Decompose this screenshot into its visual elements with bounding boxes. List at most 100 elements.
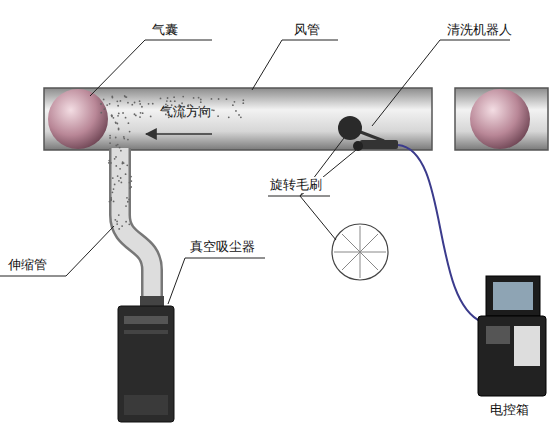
dust-particle bbox=[126, 164, 128, 166]
dust-particle bbox=[109, 135, 111, 137]
dust-particle bbox=[118, 228, 120, 230]
dust-particle bbox=[128, 199, 130, 201]
telescopic-tube bbox=[120, 148, 152, 300]
dust-particle bbox=[120, 177, 122, 179]
control-screen bbox=[493, 282, 533, 310]
dust-particle bbox=[242, 102, 244, 104]
dust-particle bbox=[110, 162, 112, 164]
dust-particle bbox=[111, 114, 113, 116]
dust-particle bbox=[148, 103, 150, 105]
dust-particle bbox=[119, 147, 121, 149]
robot-body bbox=[360, 140, 398, 149]
dust-particle bbox=[130, 186, 132, 188]
dust-particle bbox=[118, 180, 120, 182]
dust-particle bbox=[213, 109, 215, 111]
dust-particle bbox=[120, 181, 122, 183]
dust-particle bbox=[114, 219, 116, 221]
cable bbox=[398, 145, 482, 322]
control-panel bbox=[514, 326, 540, 366]
dust-particle bbox=[115, 165, 117, 167]
control-lid bbox=[486, 276, 540, 316]
part-label: 旋转毛刷 bbox=[268, 177, 324, 193]
part-label: 伸缩管 bbox=[6, 257, 49, 273]
dust-particle bbox=[112, 177, 114, 179]
dust-particle bbox=[238, 114, 240, 116]
dust-particle bbox=[235, 110, 237, 112]
dust-particle bbox=[112, 191, 114, 193]
dust-particle bbox=[113, 117, 115, 119]
duct bbox=[44, 88, 432, 150]
dust-particle bbox=[114, 158, 116, 160]
robot-light bbox=[353, 141, 363, 151]
dust-particle bbox=[130, 180, 132, 182]
dust-particle bbox=[232, 104, 234, 106]
brush-detail bbox=[332, 224, 388, 280]
dust-particle bbox=[123, 138, 125, 140]
dust-particle bbox=[234, 101, 236, 103]
dust-particle bbox=[109, 103, 111, 105]
dust-particle bbox=[115, 137, 117, 139]
dust-particle bbox=[103, 98, 105, 100]
dust-particle bbox=[122, 112, 124, 114]
vacuum-panel bbox=[124, 316, 168, 324]
dust-particle bbox=[150, 116, 152, 118]
dust-particle bbox=[139, 116, 141, 118]
dust-particle bbox=[110, 197, 112, 199]
dust-particle bbox=[115, 156, 117, 158]
dust-particle bbox=[242, 99, 244, 101]
dust-particle bbox=[218, 98, 220, 100]
rotary-brush bbox=[338, 116, 362, 140]
dust-particle bbox=[200, 99, 202, 101]
dust-particle bbox=[125, 117, 127, 119]
dust-particle bbox=[113, 188, 115, 190]
dust-particle bbox=[109, 137, 111, 139]
dust-particle bbox=[129, 131, 131, 133]
dust-particle bbox=[116, 100, 118, 102]
part-label: 电控箱 bbox=[488, 402, 531, 418]
dust-particle bbox=[140, 112, 142, 114]
part-label: 气囊 bbox=[150, 22, 180, 38]
dust-particle bbox=[116, 223, 118, 225]
part-label: 真空吸尘器 bbox=[188, 239, 257, 255]
dust-particle bbox=[118, 129, 120, 131]
dust-particle bbox=[100, 112, 102, 114]
dust-particle bbox=[126, 197, 128, 199]
dust-particle bbox=[120, 150, 122, 152]
dust-particle bbox=[127, 139, 129, 141]
dust-particle bbox=[174, 100, 176, 102]
dust-particle bbox=[104, 108, 106, 110]
dust-particle bbox=[124, 96, 126, 98]
dust-particle bbox=[142, 112, 144, 114]
dust-particle bbox=[124, 95, 126, 97]
dust-particle bbox=[120, 100, 122, 102]
control-box bbox=[478, 316, 546, 396]
dust-particle bbox=[122, 161, 124, 163]
vacuum-cleaner bbox=[118, 306, 174, 422]
dust-particle bbox=[106, 104, 108, 106]
dust-particle bbox=[166, 100, 168, 102]
dust-particle bbox=[226, 98, 228, 100]
dust-particle bbox=[110, 199, 112, 201]
dust-particle bbox=[119, 168, 121, 170]
dust-particle bbox=[170, 100, 172, 102]
dust-particle bbox=[128, 223, 130, 225]
dust-particle bbox=[117, 115, 119, 117]
dust-particle bbox=[198, 97, 200, 99]
vacuum-panel bbox=[124, 330, 168, 334]
dust-particle bbox=[116, 123, 118, 125]
air-bag bbox=[470, 89, 530, 149]
dust-particle bbox=[125, 173, 127, 175]
part-label: 气流方向 bbox=[158, 104, 214, 120]
dust-particle bbox=[217, 115, 219, 117]
dust-particle bbox=[112, 97, 114, 99]
part-label: 风管 bbox=[292, 22, 322, 38]
dust-particle bbox=[109, 201, 111, 203]
dust-particle bbox=[113, 200, 115, 202]
dust-particle bbox=[121, 225, 123, 227]
dust-particle bbox=[152, 103, 154, 105]
dust-particle bbox=[100, 103, 102, 105]
dust-particle bbox=[117, 175, 119, 177]
dust-particle bbox=[130, 176, 132, 178]
dust-particle bbox=[110, 199, 112, 201]
